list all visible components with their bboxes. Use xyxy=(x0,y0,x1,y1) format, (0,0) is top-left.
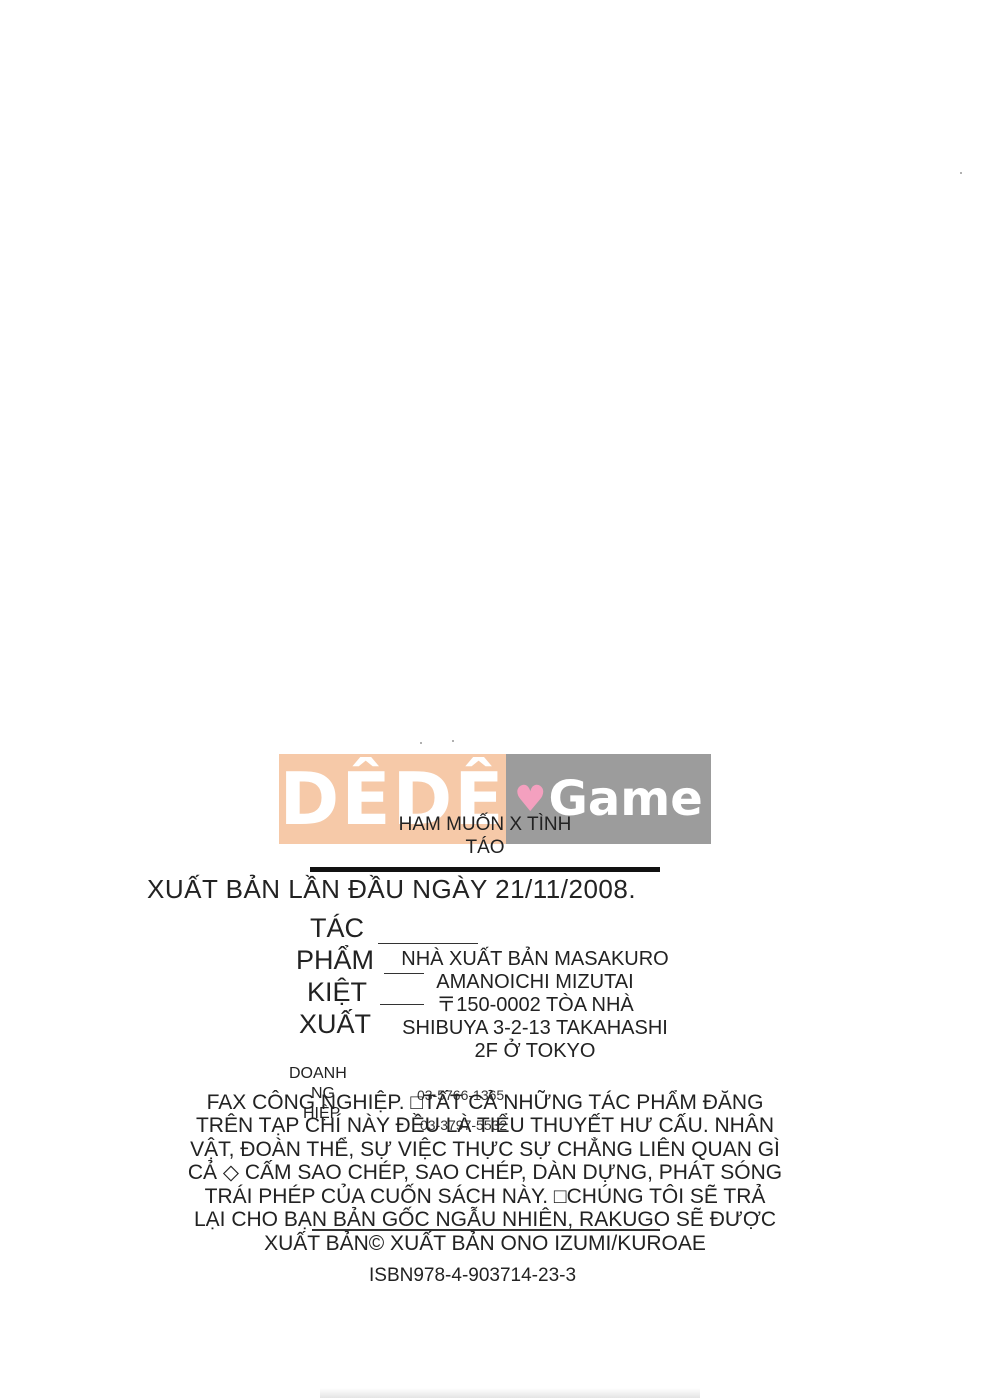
label-underline xyxy=(378,943,478,944)
speck xyxy=(960,172,962,174)
publisher-address-line1: 〒150-0002 TÒA NHÀ xyxy=(436,994,634,1016)
bottom-edge-smudge xyxy=(320,1388,700,1398)
speck xyxy=(420,742,422,744)
label-xuat: XUẤT xyxy=(299,1009,372,1039)
label-tac: TÁC xyxy=(310,913,364,943)
isbn-number: ISBN978-4-903714-23-3 xyxy=(369,1265,577,1286)
notice-line4: CẢ ◇ CẤM SAO CHÉP, SAO CHÉP, DÀN DỰNG, P… xyxy=(187,1161,783,1184)
notice-line3: VẬT, ĐOÀN THỂ, SỰ VIỆC THỰC SỰ CHẲNG LIÊ… xyxy=(190,1138,780,1161)
business-label1: DOANH xyxy=(289,1065,347,1082)
label-underline xyxy=(384,973,424,974)
label-kiet: KIỆT xyxy=(307,977,368,1007)
notice-line6: LẠI CHO BẠN BẢN GỐC NGẪU NHIÊN, RAKUGO S… xyxy=(193,1208,777,1231)
label-pham: PHẨM xyxy=(296,945,375,975)
watermark-left-block: DÊDÊ xyxy=(279,754,506,844)
publisher-address-line3: 2F Ở TOKYO xyxy=(474,1040,596,1062)
business-label2: NG xyxy=(311,1085,335,1102)
notice-line5: TRÁI PHÉP CỦA CUỐN SÁCH NÀY. □CHÚNG TÔI … xyxy=(204,1185,766,1208)
watermark-right-text: Game xyxy=(548,771,703,827)
book-title-line1: HAM MUỐN X TÌNH xyxy=(398,814,572,835)
business-label3: HIỆP xyxy=(303,1105,341,1122)
business-fax: 03-3797-5532 xyxy=(420,1117,508,1133)
notice-line2: TRÊN TẠP CHÍ NÀY ĐỀU LÀ TIỂU THUYẾT HƯ C… xyxy=(195,1114,775,1137)
publisher-name: NHÀ XUẤT BẢN MASAKURO xyxy=(401,948,669,970)
publisher-address-line2: SHIBUYA 3-2-13 TAKAHASHI xyxy=(402,1017,668,1039)
watermark-left-text: DÊDÊ xyxy=(279,757,506,841)
watermark-right-block: ♥ Game xyxy=(506,754,711,844)
first-publication-date: XUẤT BẢN LẦN ĐẦU NGÀY 21/11/2008. xyxy=(147,874,637,904)
notice-underline xyxy=(312,1229,660,1231)
title-rule xyxy=(310,867,660,872)
business-phone: 03-5766-1365 xyxy=(417,1087,505,1103)
notice-line7: XUẤT BẢN© XUẤT BẢN ONO IZUMI/KUROAE xyxy=(264,1232,706,1255)
book-title-line2: TÁO xyxy=(465,837,505,858)
speck xyxy=(452,740,454,742)
publisher-person: AMANOICHI MIZUTAI xyxy=(436,971,634,993)
heart-icon: ♥ xyxy=(514,778,547,820)
watermark-logo: DÊDÊ ♥ Game xyxy=(279,754,711,844)
label-underline xyxy=(380,1004,424,1005)
notice-line1: FAX CÔNG NGHIỆP. □TẤT CẢ NHỮNG TÁC PHẨM … xyxy=(206,1091,764,1114)
